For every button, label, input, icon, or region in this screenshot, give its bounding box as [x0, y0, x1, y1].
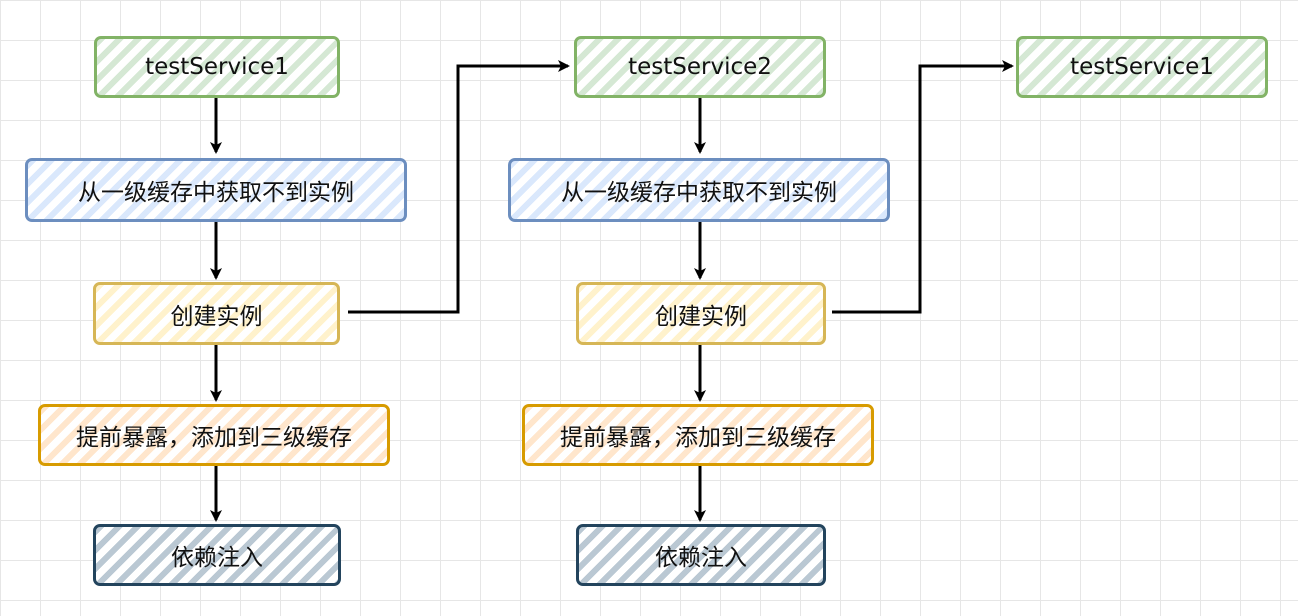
node-label: testService1 — [1070, 54, 1214, 80]
node-c3-service[interactable]: testService1 — [1016, 36, 1268, 98]
node-label: 从一级缓存中获取不到实例 — [561, 180, 837, 206]
node-c2-service[interactable]: testService2 — [574, 36, 826, 98]
node-label: 依赖注入 — [171, 545, 263, 571]
node-label: 创建实例 — [655, 303, 747, 330]
node-c1-expose[interactable]: 提前暴露，添加到三级缓存 — [38, 404, 390, 466]
node-c2-inject[interactable]: 依赖注入 — [576, 524, 826, 586]
arrow-c1-create-to-c2-service — [348, 60, 570, 314]
node-label: 依赖注入 — [655, 545, 747, 571]
node-c2-create[interactable]: 创建实例 — [576, 282, 826, 345]
node-label: 从一级缓存中获取不到实例 — [78, 180, 354, 206]
node-c1-lookup[interactable]: 从一级缓存中获取不到实例 — [25, 158, 407, 222]
node-c1-service[interactable]: testService1 — [94, 36, 340, 98]
node-c2-expose[interactable]: 提前暴露，添加到三级缓存 — [522, 404, 874, 466]
node-label: testService1 — [145, 54, 289, 80]
node-c1-inject[interactable]: 依赖注入 — [93, 524, 341, 586]
node-label: 创建实例 — [170, 303, 263, 330]
node-label: 提前暴露，添加到三级缓存 — [560, 425, 836, 451]
node-c2-lookup[interactable]: 从一级缓存中获取不到实例 — [508, 158, 890, 222]
node-c1-create[interactable]: 创建实例 — [93, 282, 340, 345]
arrow-c2-create-to-c3-service — [832, 60, 1014, 314]
node-label: testService2 — [628, 54, 772, 80]
node-label: 提前暴露，添加到三级缓存 — [76, 425, 352, 451]
